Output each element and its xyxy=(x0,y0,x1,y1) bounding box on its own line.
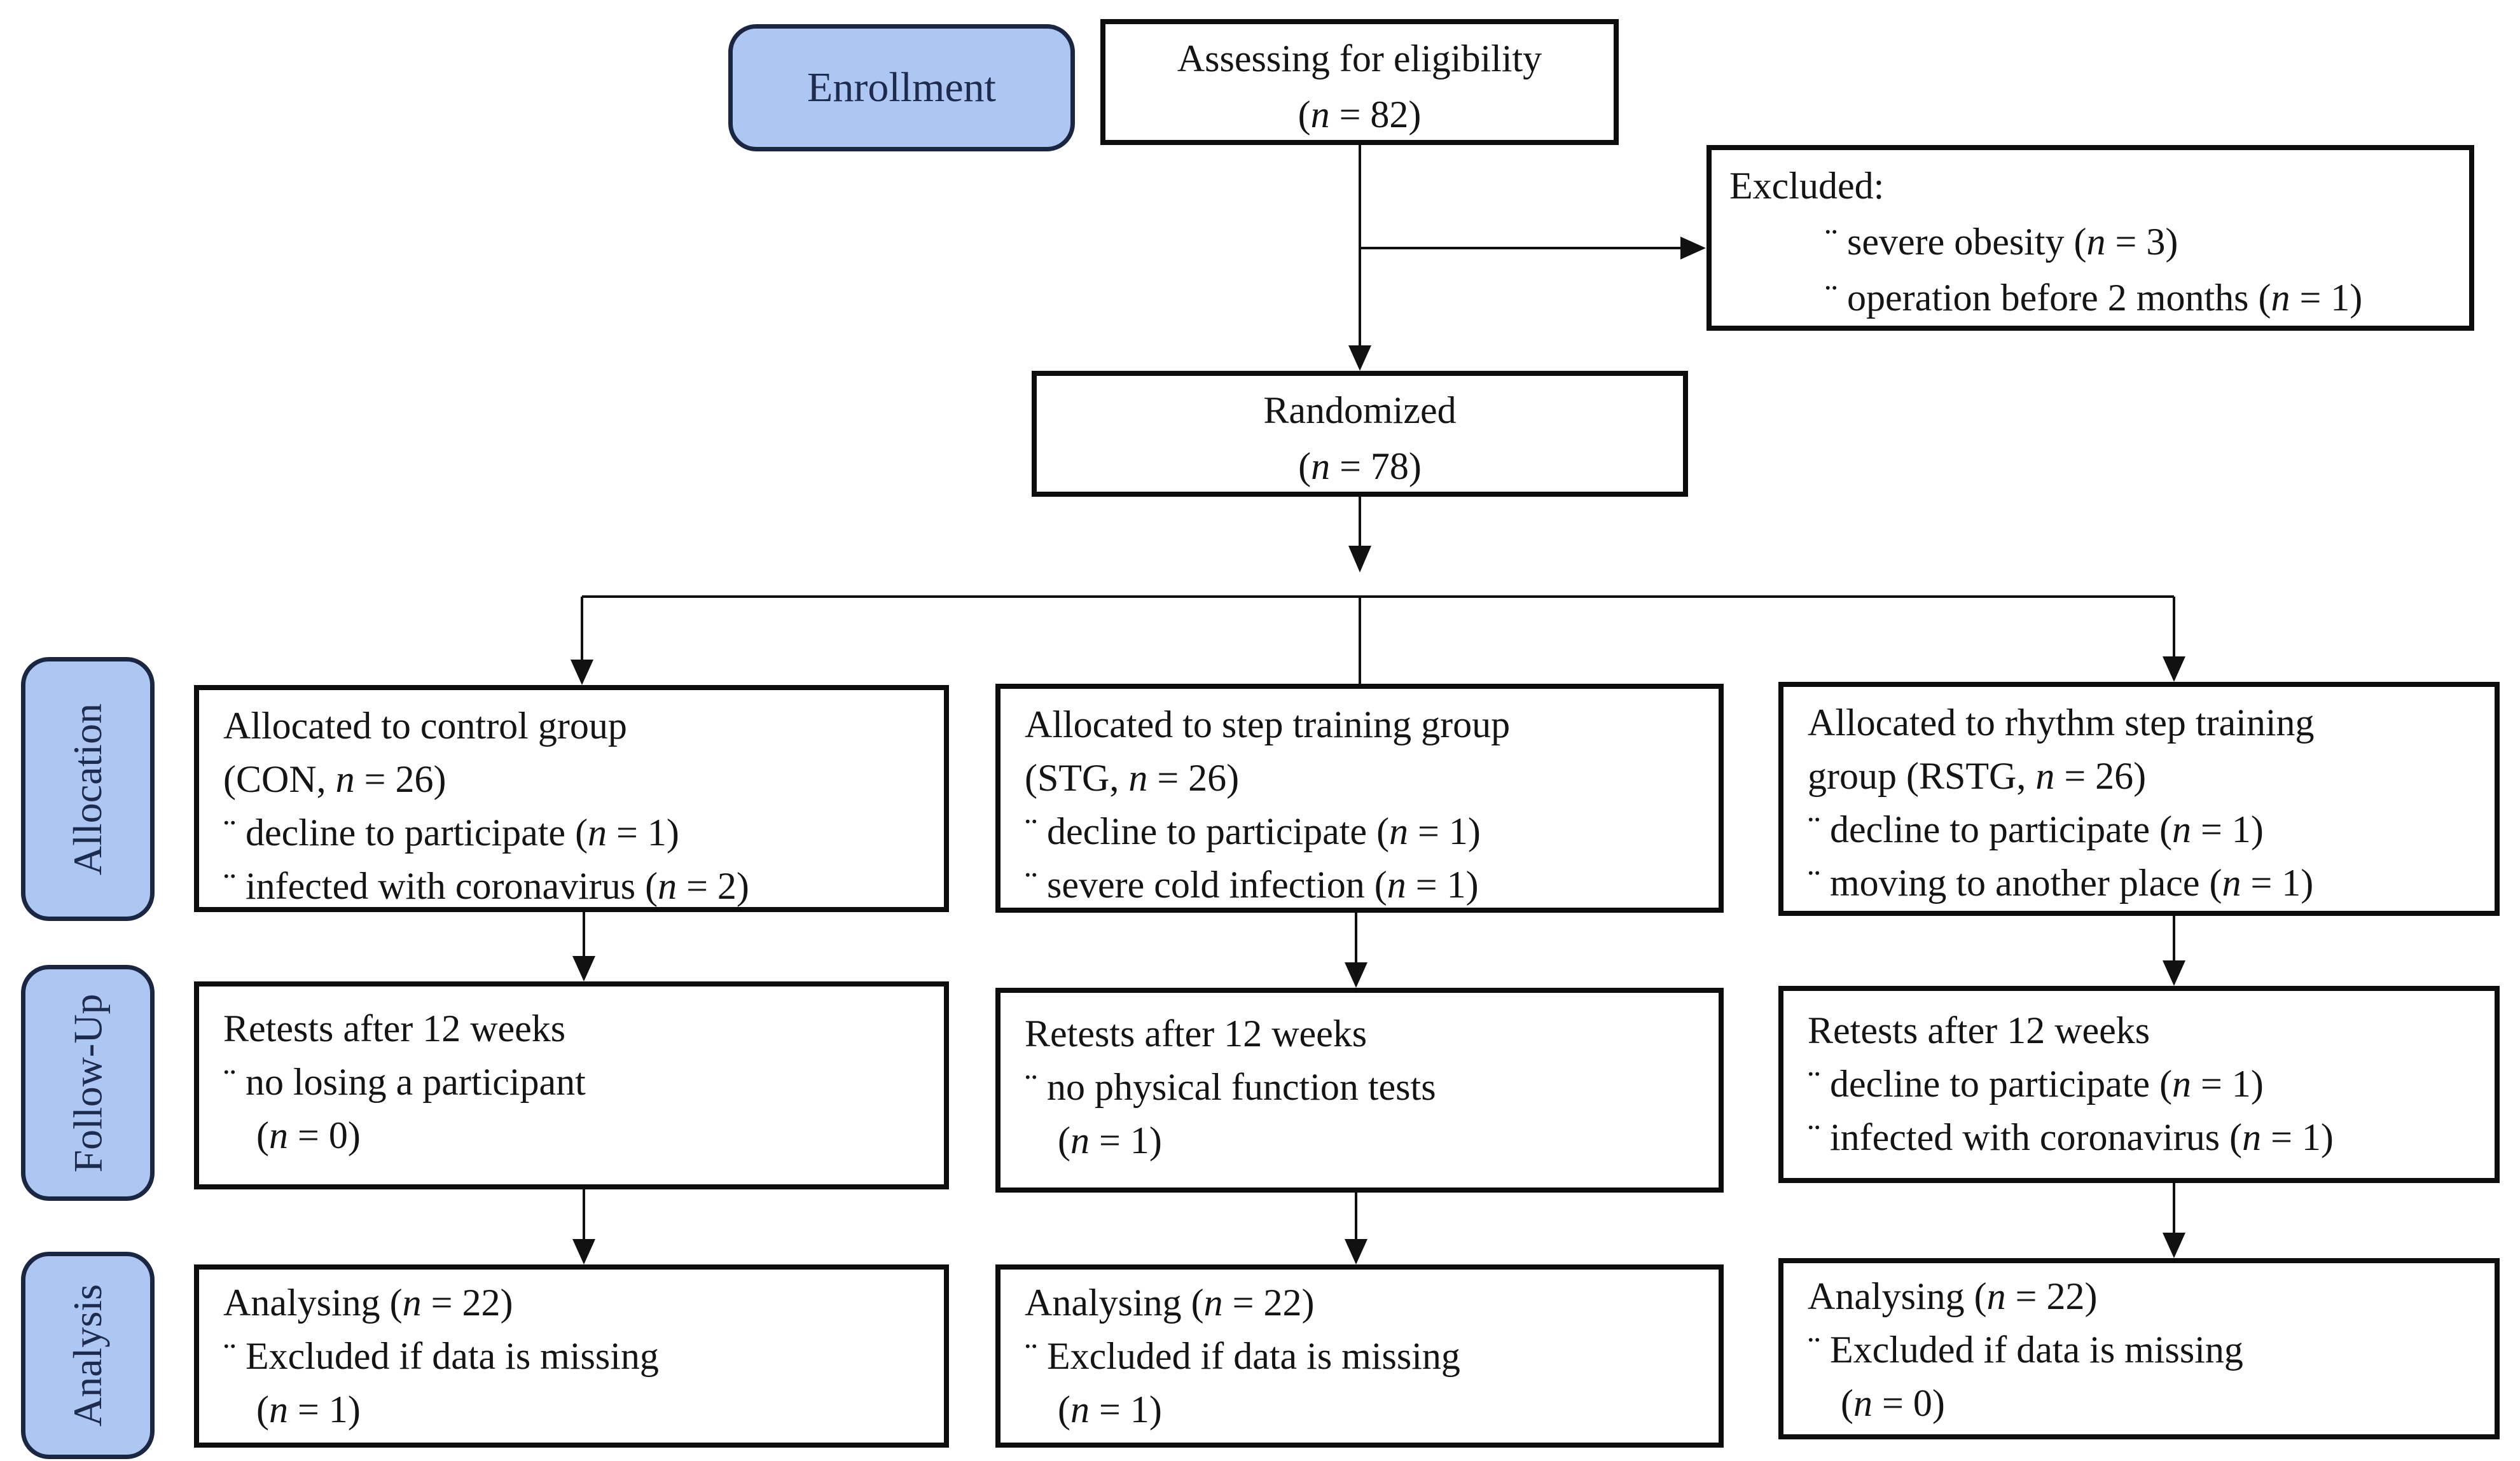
excluded-item: ¨ severe obesity (n = 3) xyxy=(1825,221,2178,263)
excluded-title: Excluded: xyxy=(1729,165,1885,207)
followup-rstg-line: ¨ decline to participate (n = 1) xyxy=(1808,1063,2264,1105)
alloc-rstg-line: ¨ decline to participate (n = 1) xyxy=(1808,808,2264,850)
analysis-control-box: Analysing (n = 22) ¨ Excluded if data is… xyxy=(194,1264,949,1448)
followup-stg-line: Retests after 12 weeks xyxy=(1025,1013,1367,1055)
alloc-rstg-line: group (RSTG, n = 26) xyxy=(1808,755,2147,797)
assessing-line: Assessing for eligibility xyxy=(1177,38,1542,80)
followup-stg-line: (n = 1) xyxy=(1058,1119,1162,1161)
stage-label-analysis: Analysis xyxy=(21,1252,155,1459)
excluded-item: ¨ operation before 2 months (n = 1) xyxy=(1825,277,2363,319)
stage-label-followup-text: Follow-Up xyxy=(65,994,110,1172)
analysis-stg-line: Analysing (n = 22) xyxy=(1025,1282,1315,1324)
followup-stg-box: Retests after 12 weeks ¨ no physical fun… xyxy=(995,988,1724,1193)
alloc-stg-line: ¨ severe cold infection (n = 1) xyxy=(1025,864,1479,906)
excluded-box: Excluded: ¨ severe obesity (n = 3) ¨ ope… xyxy=(1707,145,2474,331)
analysis-rstg-line: Analysing (n = 22) xyxy=(1808,1275,2098,1317)
excluded-items: ¨ severe obesity (n = 3) ¨ operation bef… xyxy=(1729,214,2460,326)
stage-label-enrollment: Enrollment xyxy=(728,24,1075,151)
analysis-control-line: Analysing (n = 22) xyxy=(223,1282,513,1324)
followup-control-line: (n = 0) xyxy=(256,1114,361,1156)
allocation-rstg-box: Allocated to rhythm step training group … xyxy=(1778,682,2500,916)
followup-rstg-line: ¨ infected with coronavirus (n = 1) xyxy=(1808,1116,2334,1158)
followup-rstg-line: Retests after 12 weeks xyxy=(1808,1009,2150,1051)
analysis-control-line: (n = 1) xyxy=(256,1388,361,1430)
stage-label-followup: Follow-Up xyxy=(21,965,155,1201)
followup-rstg-box: Retests after 12 weeks ¨ decline to part… xyxy=(1778,986,2500,1183)
stage-label-analysis-text: Analysis xyxy=(65,1284,110,1427)
followup-control-line: ¨ no losing a participant xyxy=(223,1061,586,1103)
assessing-n: (n = 82) xyxy=(1298,93,1422,135)
followup-control-line: Retests after 12 weeks xyxy=(223,1007,566,1049)
analysis-stg-line: ¨ Excluded if data is missing xyxy=(1025,1335,1460,1377)
analysis-stg-box: Analysing (n = 22) ¨ Excluded if data is… xyxy=(995,1264,1724,1448)
stage-label-allocation-text: Allocation xyxy=(65,703,110,875)
analysis-stg-line: (n = 1) xyxy=(1058,1388,1162,1430)
stage-label-allocation: Allocation xyxy=(21,657,155,921)
alloc-control-line: Allocated to control group xyxy=(223,705,627,747)
alloc-rstg-line: Allocated to rhythm step training xyxy=(1808,702,2315,744)
alloc-stg-line: Allocated to step training group xyxy=(1025,703,1511,745)
stage-label-enrollment-text: Enrollment xyxy=(807,64,996,111)
followup-control-box: Retests after 12 weeks ¨ no losing a par… xyxy=(194,981,949,1189)
analysis-rstg-box: Analysing (n = 22) ¨ Excluded if data is… xyxy=(1778,1258,2500,1439)
followup-stg-line: ¨ no physical function tests xyxy=(1025,1066,1436,1108)
analysis-rstg-line: ¨ Excluded if data is missing xyxy=(1808,1329,2243,1371)
alloc-stg-line: (STG, n = 26) xyxy=(1025,757,1240,799)
analysis-rstg-line: (n = 0) xyxy=(1841,1382,1945,1424)
alloc-control-line: (CON, n = 26) xyxy=(223,758,447,800)
alloc-rstg-line: ¨ moving to another place (n = 1) xyxy=(1808,862,2314,904)
alloc-control-line: ¨ decline to participate (n = 1) xyxy=(223,812,679,854)
assessing-eligibility-box: Assessing for eligibility (n = 82) xyxy=(1100,19,1619,145)
alloc-control-line: ¨ infected with coronavirus (n = 2) xyxy=(223,865,749,907)
randomized-box: Randomized (n = 78) xyxy=(1032,371,1688,497)
allocation-stg-box: Allocated to step training group (STG, n… xyxy=(995,684,1724,913)
alloc-stg-line: ¨ decline to participate (n = 1) xyxy=(1025,810,1481,852)
allocation-control-box: Allocated to control group (CON, n = 26)… xyxy=(194,685,949,912)
randomized-n: (n = 78) xyxy=(1298,445,1422,487)
analysis-control-line: ¨ Excluded if data is missing xyxy=(223,1335,659,1377)
randomized-line: Randomized xyxy=(1263,389,1457,431)
